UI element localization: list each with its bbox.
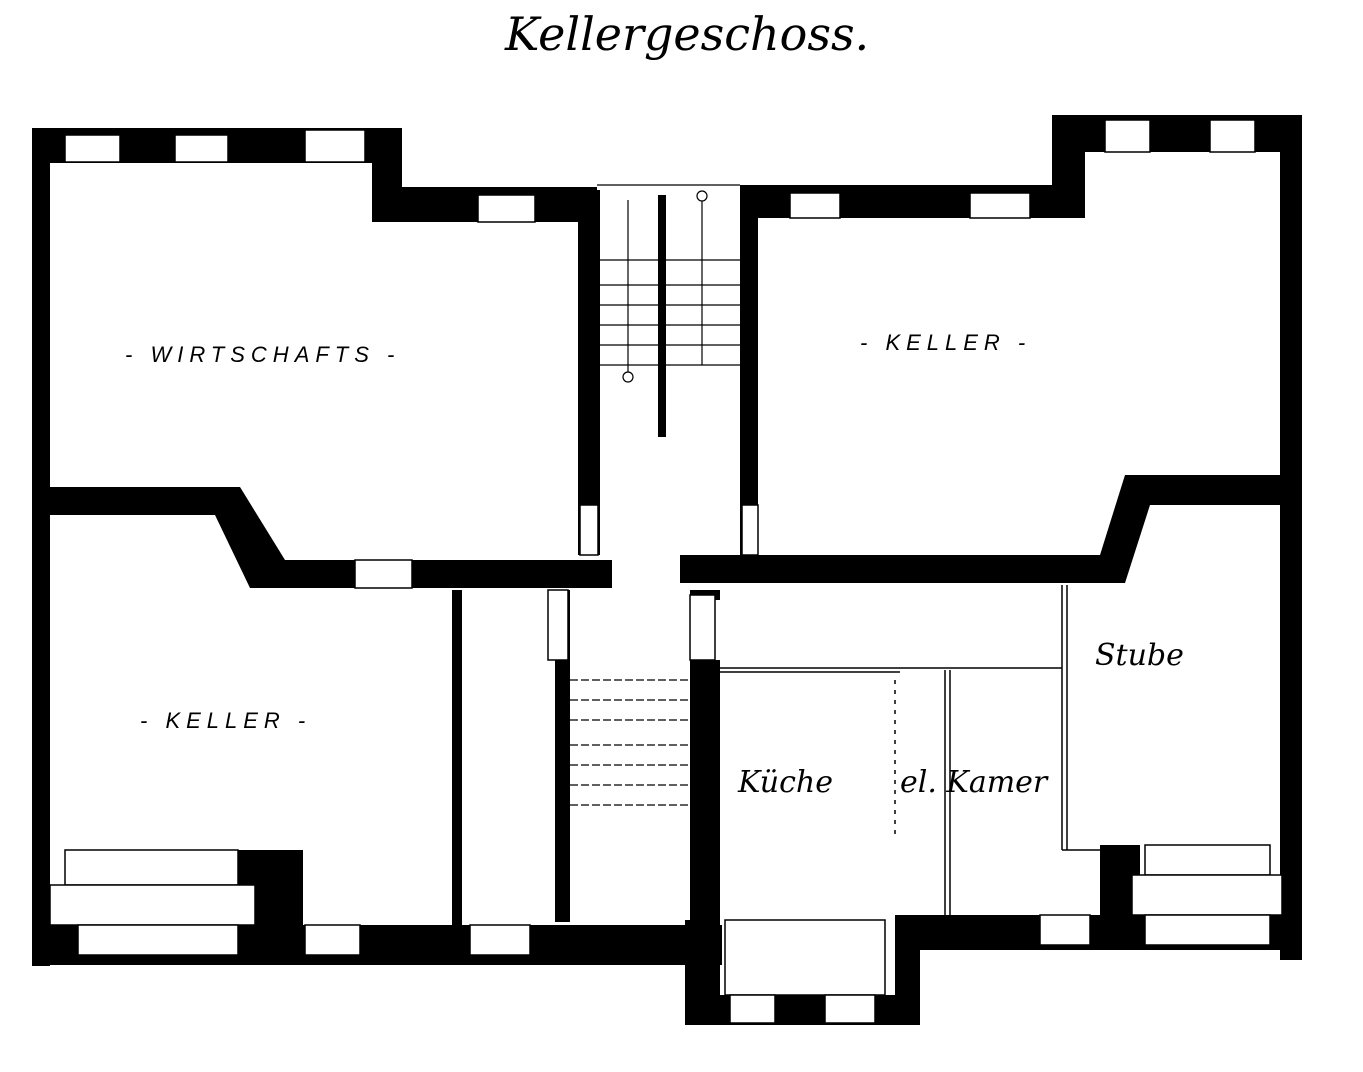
room-label-kammer: el. Kamer bbox=[900, 765, 1049, 800]
room-label-keller-right: - KELLER - bbox=[860, 330, 1031, 355]
stairs bbox=[570, 184, 740, 806]
room-label-wirtschafts: - WIRTSCHAFTS - bbox=[125, 342, 400, 367]
room-label-keller-left: - KELLER - bbox=[140, 708, 311, 733]
walls bbox=[32, 115, 1302, 1025]
room-label-kueche: Küche bbox=[737, 765, 833, 800]
room-label-stube: Stube bbox=[1095, 638, 1184, 673]
partitions bbox=[720, 585, 1105, 915]
plan-title: Kellergeschoss. bbox=[504, 7, 869, 61]
windows bbox=[49, 119, 1283, 1024]
